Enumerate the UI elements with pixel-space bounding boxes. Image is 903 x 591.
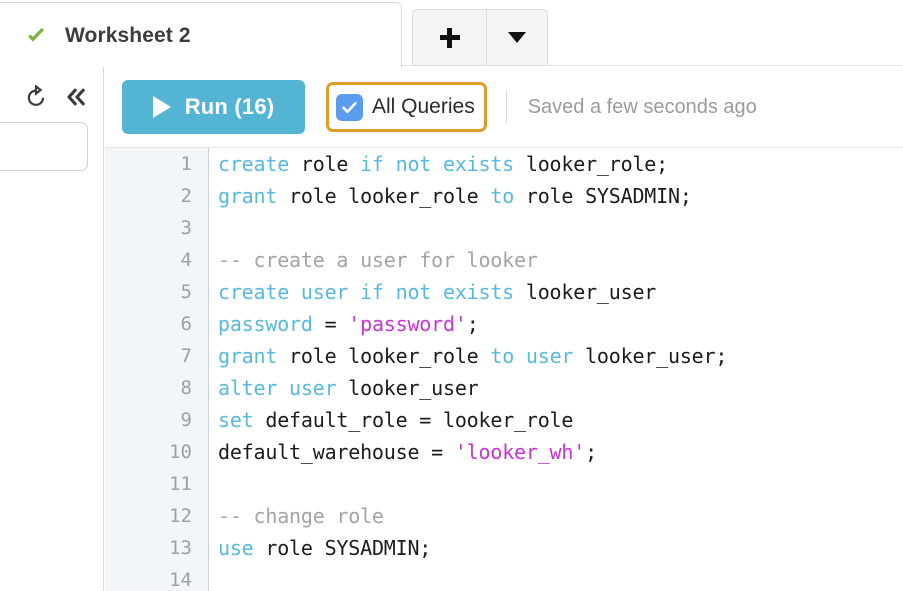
code-token: role looker_role	[277, 184, 491, 208]
code-token: looker_user	[336, 376, 479, 400]
code-line[interactable]	[218, 468, 903, 500]
line-number: 11	[169, 473, 192, 495]
code-line[interactable]: grant role looker_role to user looker_us…	[218, 340, 903, 372]
tab-bar: Worksheet 2	[0, 0, 903, 68]
tab-title: Worksheet 2	[65, 23, 191, 47]
plus-icon	[439, 27, 460, 48]
green-check-icon	[28, 27, 45, 42]
sidebar-search-input[interactable]	[0, 122, 88, 171]
code-line[interactable]: -- change role	[218, 500, 903, 532]
code-token: role SYSADMIN;	[253, 536, 432, 560]
code-line[interactable]: alter user looker_user	[218, 372, 903, 404]
code-token: to	[490, 184, 515, 208]
line-number: 2	[180, 185, 192, 207]
code-token: create	[218, 152, 290, 176]
double-chevron-left-icon[interactable]	[64, 85, 88, 109]
line-number: 4	[180, 249, 192, 271]
code-token: default_role = looker_role	[253, 408, 574, 432]
code-token: grant	[218, 344, 278, 368]
code-token: =	[312, 312, 349, 336]
editor-toolbar: Run (16) All Queries Saved a few seconds…	[105, 67, 903, 148]
code-token: alter user	[218, 376, 337, 400]
code-token: set	[218, 408, 254, 432]
line-number: 10	[169, 441, 192, 463]
code-token: -- change role	[218, 504, 384, 528]
caret-down-icon	[508, 32, 526, 43]
tab-worksheet-2[interactable]: Worksheet 2	[0, 2, 402, 68]
checkmark-icon	[342, 101, 357, 113]
line-number: 1	[180, 153, 192, 175]
code-line[interactable]: use role SYSADMIN;	[218, 532, 903, 564]
code-token: role SYSADMIN;	[514, 184, 692, 208]
code-token: default_warehouse =	[218, 440, 455, 464]
line-number: 12	[169, 505, 192, 527]
run-button-label: Run (16)	[184, 94, 275, 119]
all-queries-label: All Queries	[372, 95, 475, 118]
code-line[interactable]: create role if not exists looker_role;	[218, 148, 903, 180]
code-token: if not exists	[360, 152, 515, 176]
code-token: ;	[466, 312, 479, 336]
refresh-icon[interactable]	[24, 85, 48, 109]
line-number: 5	[180, 281, 192, 303]
code-token: use	[218, 536, 254, 560]
saved-status: Saved a few seconds ago	[527, 95, 757, 118]
all-queries-checkbox[interactable]	[336, 93, 363, 121]
line-number: 6	[180, 313, 192, 335]
code-line[interactable]: default_warehouse = 'looker_wh';	[218, 436, 903, 468]
code-token: 'password'	[348, 312, 467, 336]
run-button[interactable]: Run (16)	[122, 80, 305, 134]
left-sidebar	[0, 67, 104, 591]
line-number: 7	[180, 345, 192, 367]
code-line[interactable]: set default_role = looker_role	[218, 404, 903, 436]
code-token: looker_role;	[514, 152, 668, 176]
toolbar-divider	[505, 90, 507, 124]
code-token: to user	[490, 344, 574, 368]
code-token: 'looker_wh'	[454, 440, 586, 464]
code-token: looker_user;	[573, 344, 728, 368]
worksheet-menu-button[interactable]	[486, 9, 548, 66]
code-line[interactable]	[218, 564, 903, 591]
line-number: 9	[180, 409, 192, 431]
code-token: create user if not exists	[218, 280, 515, 304]
line-number: 3	[180, 217, 192, 239]
code-line[interactable]: grant role looker_role to role SYSADMIN;	[218, 180, 903, 212]
line-number: 14	[169, 569, 192, 591]
add-worksheet-button[interactable]	[412, 9, 486, 66]
code-line[interactable]: password = 'password';	[218, 308, 903, 340]
code-token: ;	[585, 440, 597, 464]
line-number: 8	[180, 377, 192, 399]
code-token: grant	[218, 184, 278, 208]
code-line[interactable]	[218, 212, 903, 244]
code-line[interactable]: create user if not exists looker_user	[218, 276, 903, 308]
code-token: password	[218, 312, 313, 336]
all-queries-toggle[interactable]: All Queries	[326, 82, 487, 132]
code-line[interactable]: -- create a user for looker	[218, 244, 903, 276]
code-token: role	[289, 152, 361, 176]
code-token: looker_user	[514, 280, 657, 304]
line-number: 13	[169, 537, 192, 559]
play-icon	[152, 96, 171, 118]
sidebar-icon-group	[0, 78, 104, 116]
code-token: role looker_role	[277, 344, 491, 368]
code-token: -- create a user for looker	[218, 248, 538, 272]
code-area[interactable]: create role if not exists looker_role;gr…	[210, 148, 903, 591]
